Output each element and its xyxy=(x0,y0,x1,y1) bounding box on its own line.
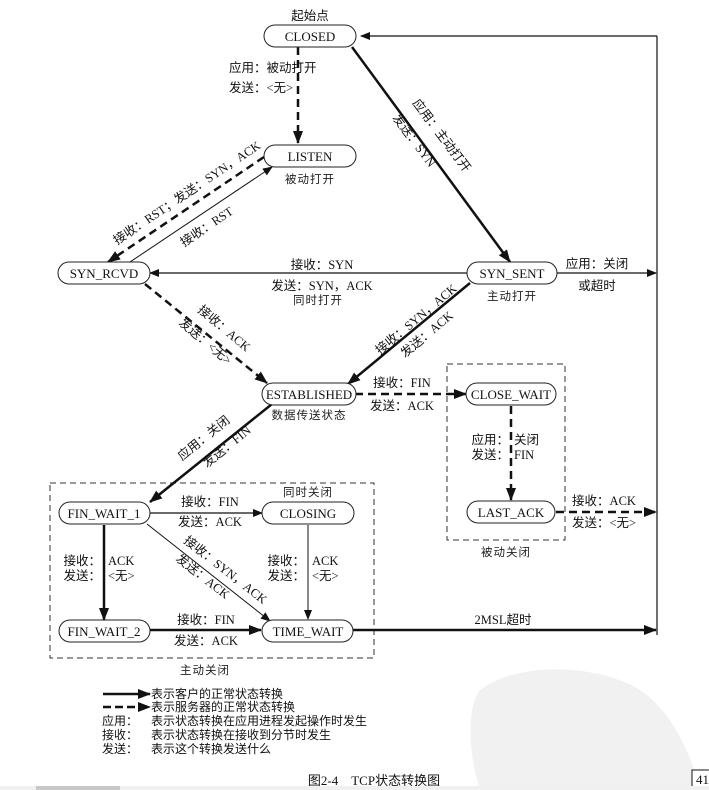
label-closewait-lastack-2a: 发送： xyxy=(471,447,509,462)
label-closed-listen-2: 发送：<无> xyxy=(229,80,293,95)
edge-closed-synsent xyxy=(350,46,512,263)
state-last-ack: LAST_ACK xyxy=(466,500,556,524)
state-fin-wait-2: FIN_WAIT_2 xyxy=(58,619,151,643)
label-lastack-closed-2: 发送：<无> xyxy=(572,515,636,530)
page-number: 41 xyxy=(696,772,709,787)
legend-desc-app: 表示状态转换在应用进程发起操作时发生 xyxy=(151,713,367,728)
page-number-box: 41 xyxy=(691,769,709,789)
label-established-closewait-2: 发送：ACK xyxy=(370,398,434,413)
label-finwait2-timewait-2: 发送：ACK xyxy=(174,633,238,648)
state-syn-rcvd: SYN_RCVD xyxy=(57,261,151,285)
state-closing: CLOSING xyxy=(261,501,355,525)
label-synsent-synrcvd-2: 发送：SYN，ACK xyxy=(271,278,372,293)
edge-established-finwait1 xyxy=(149,403,273,503)
closing-caption: 同时关闭 xyxy=(283,485,333,499)
legend-key-app: 应用： xyxy=(102,713,138,728)
state-syn-sent-label: SYN_SENT xyxy=(479,266,544,281)
label-finwait1-finwait2-2a: 发送： xyxy=(63,568,101,583)
legend-solid-text: 表示客户的正常状态转换 xyxy=(151,686,283,701)
label-finwait2-timewait-1: 接收：FIN xyxy=(177,612,235,627)
state-time-wait-label: TIME_WAIT xyxy=(273,624,344,639)
label-closewait-lastack-2b: FIN xyxy=(514,448,534,462)
label-closing-timewait-2b: <无> xyxy=(312,569,339,583)
state-syn-sent: SYN_SENT xyxy=(466,261,558,285)
edge-listen-synrcvd xyxy=(107,155,265,264)
label-finwait1-finwait2-1a: 接收： xyxy=(63,553,101,568)
edge-finwait1-timewait xyxy=(146,523,271,622)
label-finwait1-finwait2-2b: <无> xyxy=(108,569,135,583)
established-caption: 数据传送状态 xyxy=(272,408,347,422)
label-finwait1-closing-2: 发送：ACK xyxy=(178,514,242,529)
state-close-wait: CLOSE_WAIT xyxy=(465,382,557,406)
label-synsent-closed-2: 或超时 xyxy=(578,278,616,293)
state-closed: CLOSED xyxy=(263,24,357,48)
start-point-label: 起始点 xyxy=(291,9,329,23)
label-closewait-lastack-1b: 关闭 xyxy=(514,433,539,447)
state-closed-label: CLOSED xyxy=(285,29,336,44)
state-fin-wait-2-label: FIN_WAIT_2 xyxy=(68,624,141,639)
edge-synsent-established xyxy=(347,282,471,385)
state-established: ESTABLISHED xyxy=(261,382,357,406)
passive-close-caption: 被动关闭 xyxy=(481,545,531,559)
label-timewait-closed: 2MSL超时 xyxy=(475,612,532,627)
state-fin-wait-1-label: FIN_WAIT_1 xyxy=(68,506,141,521)
legend: 表示客户的正常状态转换 表示服务器的正常状态转换 应用： 表示状态转换在应用进程… xyxy=(102,686,367,756)
label-lastack-closed-1: 接收：ACK xyxy=(572,493,636,508)
active-close-group-box xyxy=(49,482,375,659)
label-closewait-lastack-1a: 应用： xyxy=(471,432,509,447)
scrollbar-thumb[interactable] xyxy=(36,786,120,790)
label-closed-listen-1: 应用：被动打开 xyxy=(229,60,317,75)
legend-key-recv: 接收： xyxy=(102,727,138,742)
watermark-seal xyxy=(470,669,700,790)
listen-caption: 被动打开 xyxy=(285,172,335,186)
state-listen-label: LISTEN xyxy=(288,149,333,164)
state-last-ack-label: LAST_ACK xyxy=(478,505,545,520)
state-syn-rcvd-label: SYN_RCVD xyxy=(70,266,139,281)
horizontal-scrollbar[interactable] xyxy=(0,786,709,790)
label-synsent-closed-1: 应用：关闭 xyxy=(566,256,629,271)
label-synsent-synrcvd-1: 接收：SYN xyxy=(291,257,354,272)
legend-desc-send: 表示这个转换发送什么 xyxy=(151,741,271,756)
active-close-caption: 主动关闭 xyxy=(180,663,230,677)
state-listen: LISTEN xyxy=(263,144,357,168)
simultaneous-open-caption: 同时打开 xyxy=(293,293,343,307)
state-time-wait: TIME_WAIT xyxy=(261,619,354,643)
label-closing-timewait-1a: 接收： xyxy=(267,553,305,568)
label-finwait1-closing-1: 接收：FIN xyxy=(181,494,239,509)
state-closing-label: CLOSING xyxy=(280,506,336,521)
legend-desc-recv: 表示状态转换在接收到分节时发生 xyxy=(151,727,331,742)
state-established-label: ESTABLISHED xyxy=(266,387,352,402)
passive-close-group-box xyxy=(446,363,566,541)
state-fin-wait-1: FIN_WAIT_1 xyxy=(58,501,151,525)
edge-synrcvd-established xyxy=(144,283,268,384)
label-finwait1-finwait2-1b: ACK xyxy=(108,554,134,568)
label-closing-timewait-1b: ACK xyxy=(312,554,338,568)
legend-dashed-text: 表示服务器的正常状态转换 xyxy=(151,699,295,714)
label-closing-timewait-2a: 发送： xyxy=(267,568,305,583)
edge-synrcvd-listen xyxy=(126,166,273,265)
legend-key-send: 发送： xyxy=(102,741,138,756)
state-close-wait-label: CLOSE_WAIT xyxy=(471,387,551,402)
figure-caption: 图2-4 TCP状态转换图 xyxy=(308,773,440,788)
label-established-closewait-1: 接收：FIN xyxy=(373,375,431,390)
syn-sent-caption: 主动打开 xyxy=(487,289,537,303)
